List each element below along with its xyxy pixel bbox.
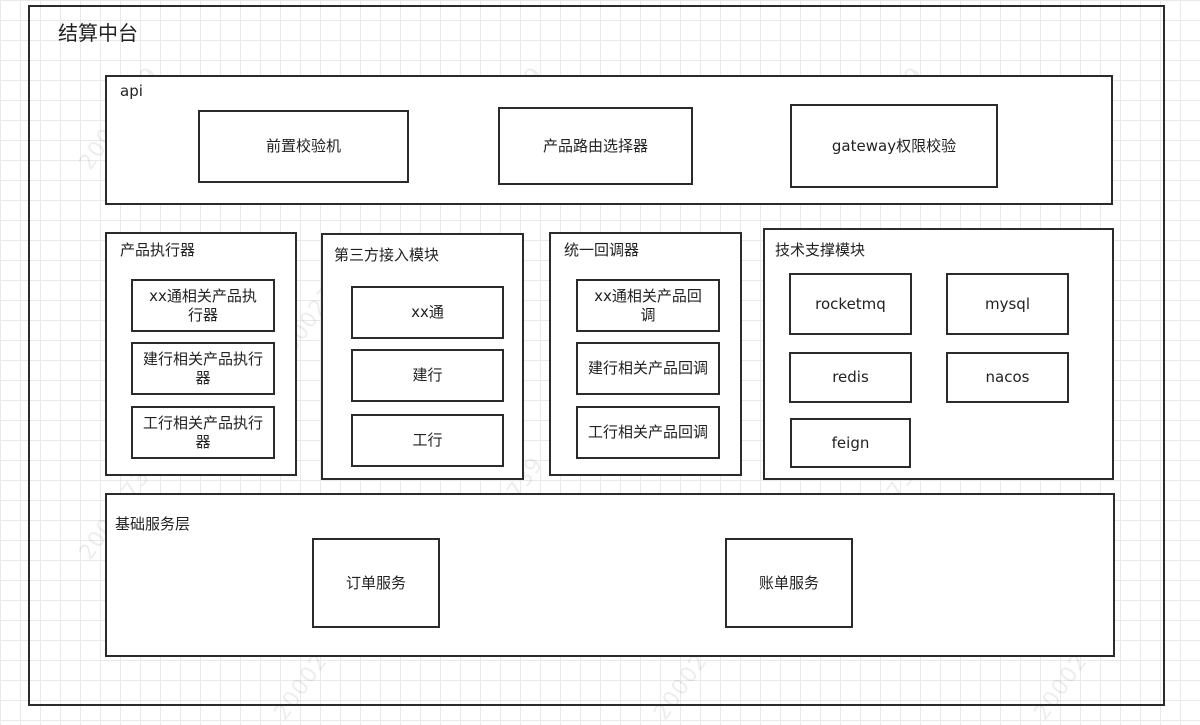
redis-label: redis xyxy=(832,368,869,386)
third-party-module-title: 第三方接入模块 xyxy=(334,246,440,264)
callback-module-title: 统一回调器 xyxy=(564,241,640,259)
executor-node-xxt-label: xx通相关产品执行器 xyxy=(149,286,257,324)
platform-title: 结算中台 xyxy=(58,21,138,45)
product-router-node: 产品路由选择器 xyxy=(498,107,693,185)
executor-module-title: 产品执行器 xyxy=(120,241,196,259)
base-service-layer xyxy=(105,493,1115,657)
third-party-node-xxt: xx通 xyxy=(351,286,504,339)
executor-node-ccb: 建行相关产品执行器 xyxy=(131,342,275,395)
pre-validation-node: 前置校验机 xyxy=(198,110,409,183)
callback-node-xxt-label: xx通相关产品回调 xyxy=(594,286,702,324)
mysql-node: mysql xyxy=(946,273,1069,335)
platform-container xyxy=(28,5,1165,706)
executor-node-ccb-label: 建行相关产品执行器 xyxy=(143,349,264,387)
callback-node-icbc-label: 工行相关产品回调 xyxy=(588,423,709,441)
api-layer-title: api xyxy=(120,82,143,100)
nacos-label: nacos xyxy=(985,368,1030,386)
callback-node-ccb: 建行相关产品回调 xyxy=(576,342,720,395)
order-service-node: 订单服务 xyxy=(312,538,440,628)
executor-node-xxt: xx通相关产品执行器 xyxy=(131,279,275,332)
product-router-label: 产品路由选择器 xyxy=(542,136,648,155)
third-party-node-ccb: 建行 xyxy=(351,349,504,402)
tech-support-module-title: 技术支撑模块 xyxy=(775,241,866,259)
order-service-label: 订单服务 xyxy=(345,573,406,592)
gateway-auth-node: gateway权限校验 xyxy=(790,104,998,188)
callback-node-icbc: 工行相关产品回调 xyxy=(576,406,720,459)
feign-node: feign xyxy=(790,418,911,468)
mysql-label: mysql xyxy=(985,294,1030,313)
third-party-node-icbc-label: 工行 xyxy=(412,431,443,449)
rocketmq-node: rocketmq xyxy=(789,273,912,335)
third-party-node-ccb-label: 建行 xyxy=(412,366,443,384)
rocketmq-label: rocketmq xyxy=(815,294,886,313)
callback-node-ccb-label: 建行相关产品回调 xyxy=(588,359,709,377)
nacos-node: nacos xyxy=(946,352,1069,403)
bill-service-label: 账单服务 xyxy=(758,573,819,592)
executor-node-icbc: 工行相关产品执行器 xyxy=(131,406,275,459)
redis-node: redis xyxy=(789,352,912,403)
gateway-auth-label: gateway权限校验 xyxy=(831,136,957,155)
third-party-node-xxt-label: xx通 xyxy=(411,303,444,321)
bill-service-node: 账单服务 xyxy=(725,538,853,628)
callback-node-xxt: xx通相关产品回调 xyxy=(576,279,720,332)
executor-node-icbc-label: 工行相关产品执行器 xyxy=(143,413,264,451)
feign-label: feign xyxy=(831,433,870,452)
third-party-node-icbc: 工行 xyxy=(351,414,504,467)
pre-validation-label: 前置校验机 xyxy=(265,137,341,155)
base-service-layer-title: 基础服务层 xyxy=(115,515,191,533)
